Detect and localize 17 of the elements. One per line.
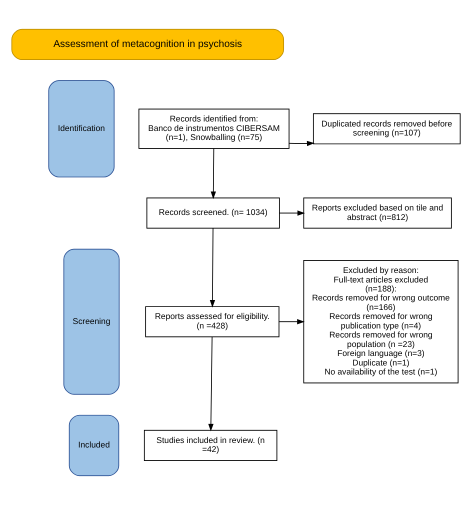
node-box: Assessment of metacognition in psychosis	[11, 28, 284, 60]
node-box: Reports excluded based on tile and abstract (n=812)	[303, 198, 452, 229]
arrow	[210, 148, 216, 200]
node-box: Excluded by reason: Full-text articles excluded (n=188): Records removed for wrong outcome (n=166) Records removed for wrong publication type (n=4) Records removed for wrong population (n =23) Foreign language (n=3) Duplicate (n=1) No availability of the test (n=1)	[303, 260, 459, 384]
arrow	[278, 319, 305, 324]
node-box: Records identified from: Banco de instrumentos CIBERSAM (n=1), Snowballing (n=75)	[138, 108, 290, 149]
node-box: Screening	[63, 248, 120, 395]
arrow	[279, 210, 305, 216]
arrow	[288, 140, 315, 146]
node-box: Identification	[48, 80, 115, 178]
node-box: Studies included in review. (n =42)	[144, 430, 278, 461]
node-box: Duplicated records removed before screening (n=107)	[312, 113, 461, 144]
arrow	[208, 336, 214, 432]
arrow	[210, 228, 216, 308]
node-box: Records screened. (n= 1034)	[146, 198, 280, 229]
node-box: Reports assessed for eligibility. (n =428)	[145, 306, 280, 338]
node-box: Included	[68, 414, 120, 476]
